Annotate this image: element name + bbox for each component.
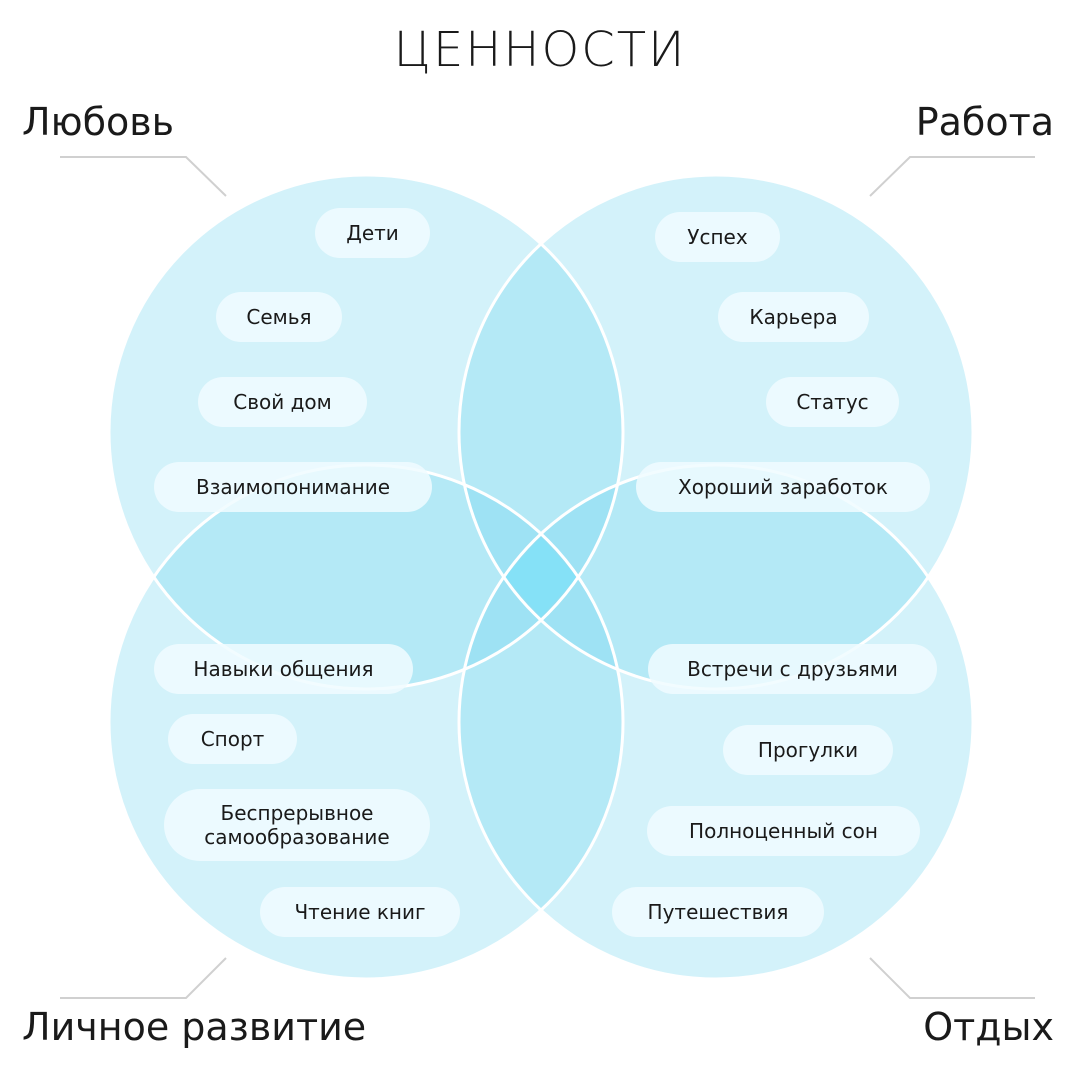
value-pill: Статус — [766, 377, 899, 427]
label-work: Работа — [915, 100, 1054, 144]
value-pill: Полноценный сон — [647, 806, 920, 856]
diagram-title: ЦЕННОСТИ — [393, 22, 687, 78]
center-intersection — [505, 537, 577, 617]
value-pill: Спорт — [168, 714, 297, 764]
leader-line-work — [869, 156, 1035, 197]
label-love: Любовь — [22, 100, 175, 144]
value-pill: Успех — [655, 212, 780, 262]
value-pill: Беспрерывное самообразование — [164, 789, 430, 861]
value-pill: Встречи с друзьями — [648, 644, 937, 694]
label-personal-growth: Личное развитие — [22, 1005, 367, 1049]
value-pill: Карьера — [718, 292, 869, 342]
label-rest: Отдых — [923, 1005, 1054, 1049]
value-pill: Путешествия — [612, 887, 824, 937]
value-pill: Семья — [216, 292, 342, 342]
value-pill: Хороший заработок — [636, 462, 930, 512]
value-pill: Дети — [315, 208, 430, 258]
value-pill: Свой дом — [198, 377, 367, 427]
value-pill: Навыки общения — [154, 644, 413, 694]
leader-line-growth — [60, 957, 227, 999]
leader-line-love — [60, 156, 227, 197]
value-pill: Чтение книг — [260, 887, 460, 937]
leader-line-rest — [869, 957, 1035, 999]
value-pill: Прогулки — [723, 725, 893, 775]
value-pill: Взаимопонимание — [154, 462, 432, 512]
